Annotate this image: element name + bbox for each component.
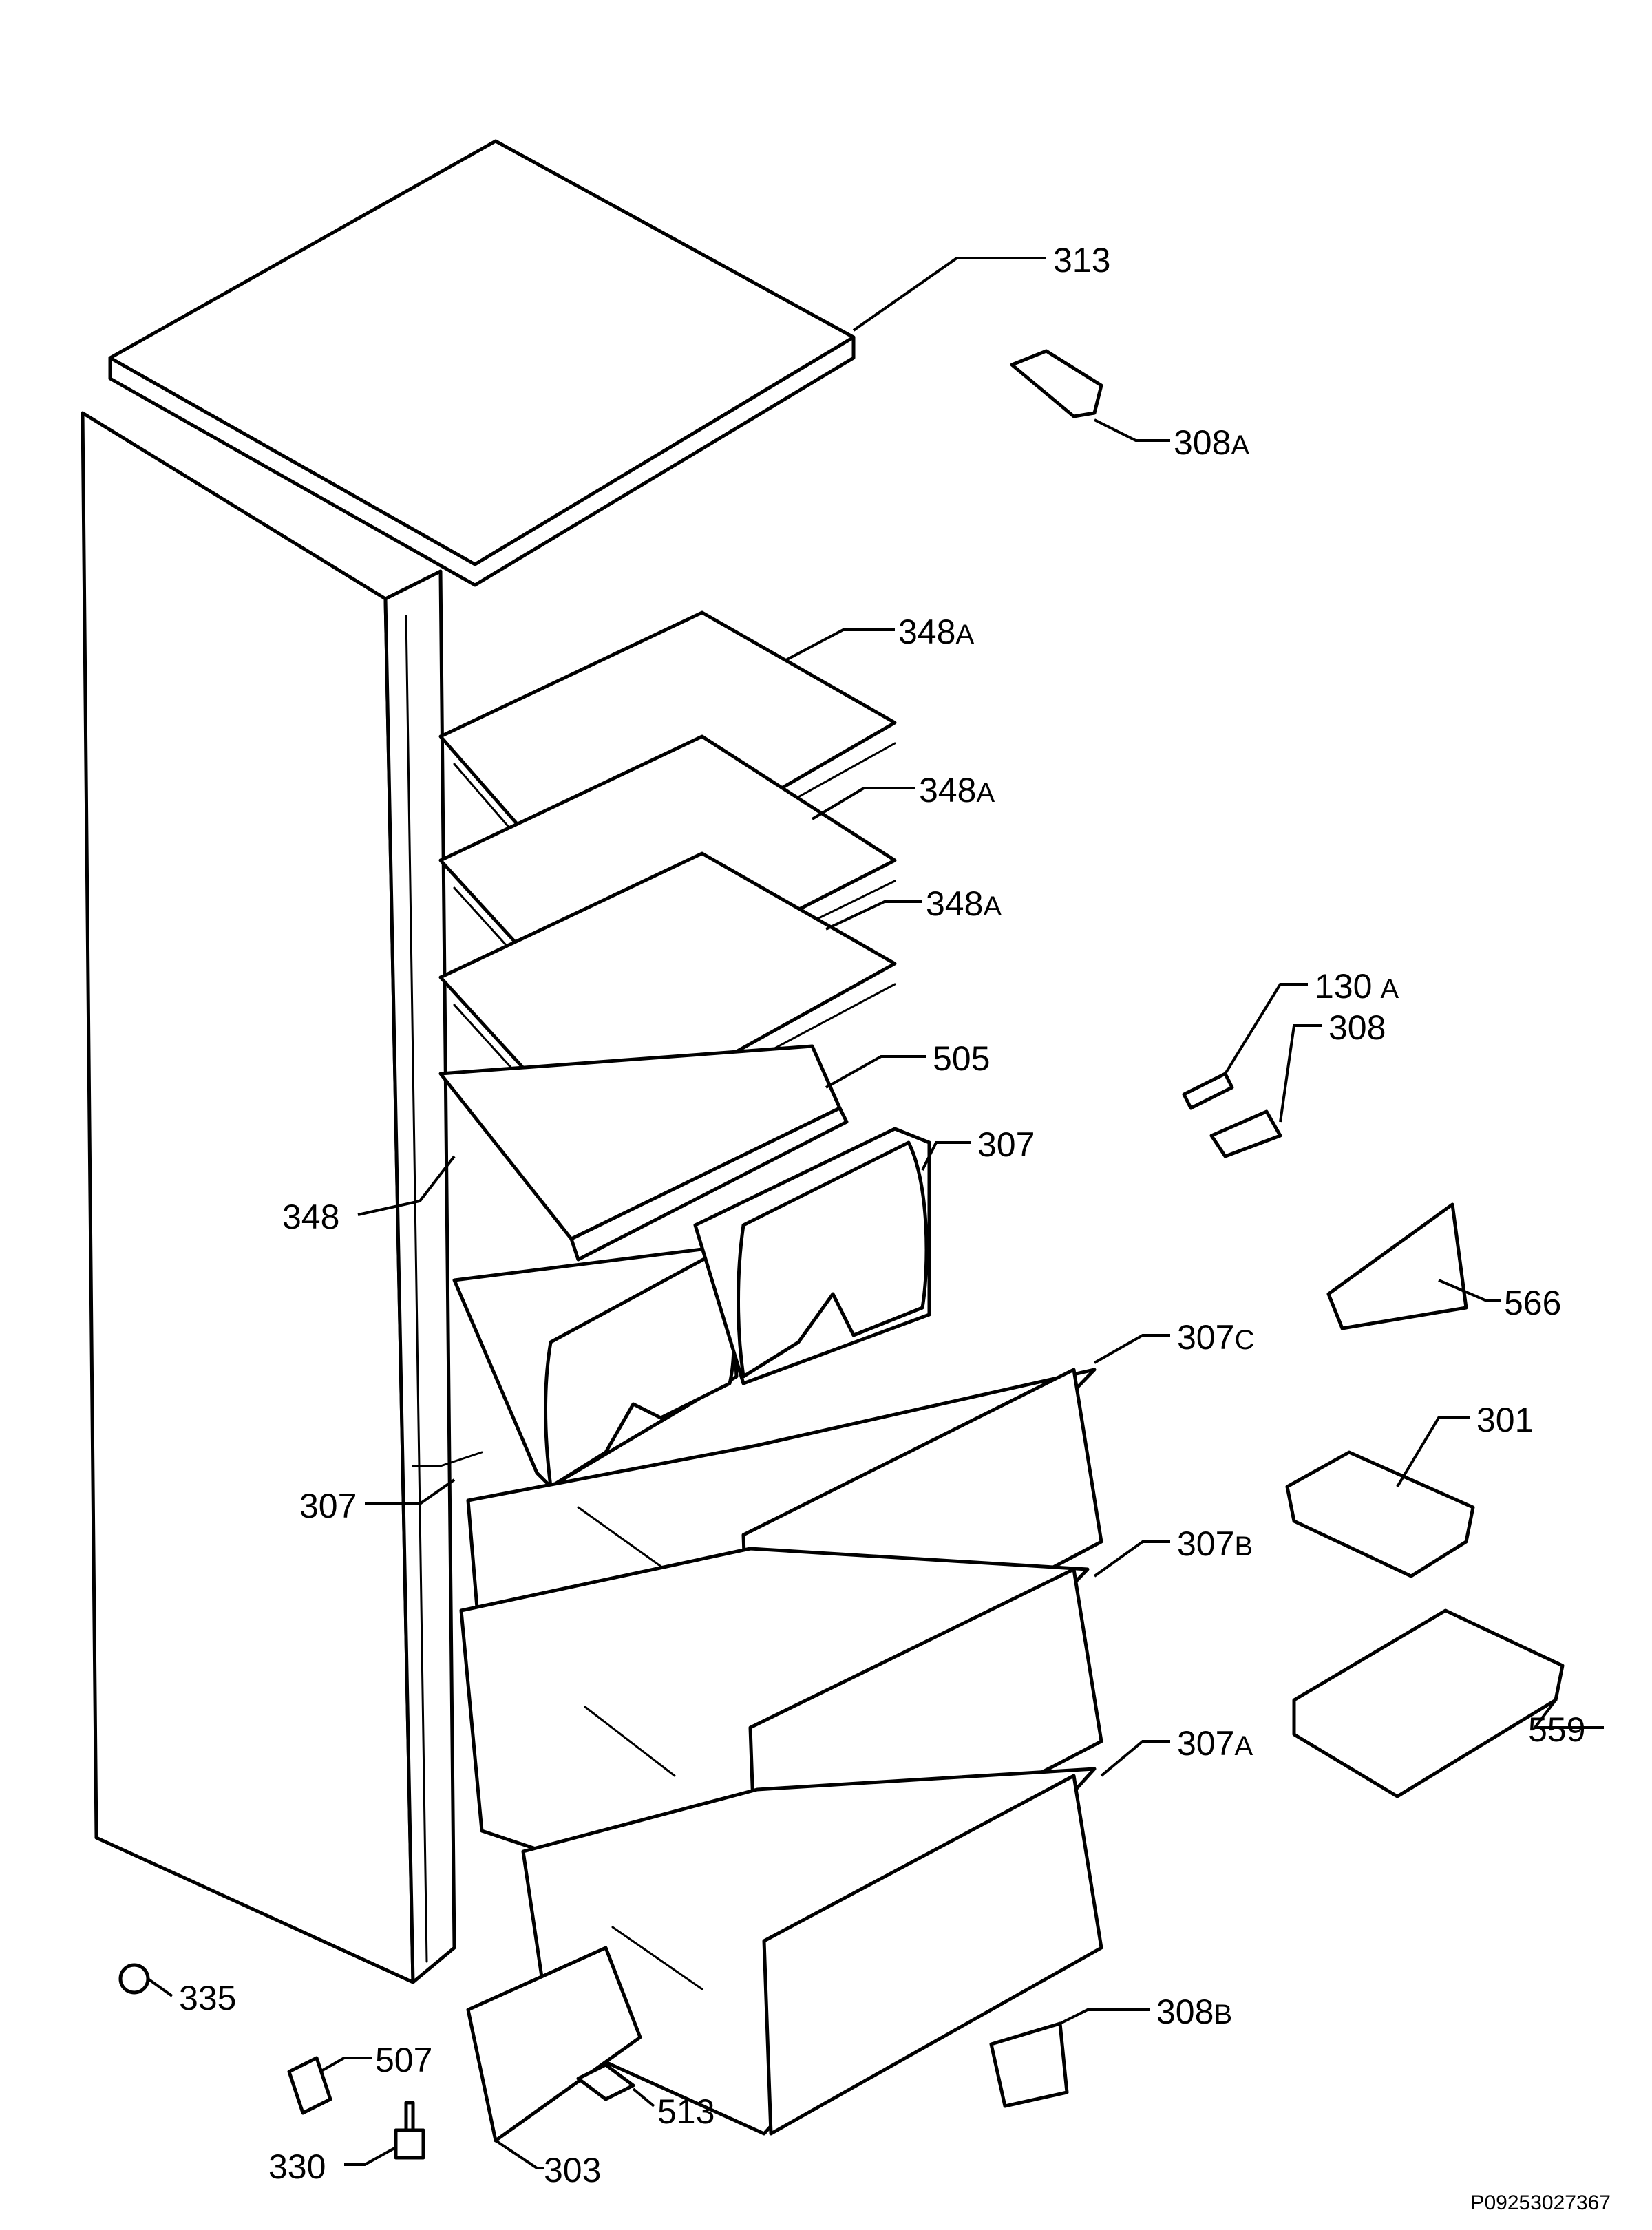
label-313: 313: [1053, 241, 1110, 279]
plinth-cover: [466, 1946, 642, 2143]
label-335: 335: [179, 1979, 236, 2017]
label-307a: 307A: [1177, 1724, 1253, 1763]
crisper-drawer-left: [452, 1244, 739, 1489]
ice-cube-tray-301: [1285, 1450, 1475, 1578]
label-301: 301: [1476, 1401, 1534, 1439]
label-307c: 307C: [1177, 1318, 1254, 1357]
hinge-308: [1209, 1109, 1282, 1158]
label-348a-lower: 348A: [926, 884, 1002, 923]
crisper-drawer-right: [693, 1127, 931, 1385]
label-308a: 308A: [1174, 423, 1249, 462]
hinge-308a: [1010, 349, 1103, 418]
cabinet-body: [81, 411, 483, 1984]
adjustable-foot-330: [394, 2101, 425, 2160]
label-348a-middle: 348A: [919, 771, 995, 809]
leader-lines: [147, 257, 1604, 2169]
label-307-left: 307: [299, 1487, 357, 1525]
top-cover: [108, 139, 856, 587]
foot-507: [287, 2056, 332, 2115]
ice-scraper-566: [1326, 1202, 1468, 1330]
freezer-basket-307a: [521, 1767, 1103, 2136]
label-307-right: 307: [977, 1125, 1035, 1164]
label-507: 507: [375, 2041, 432, 2079]
label-308: 308: [1328, 1008, 1386, 1047]
hinge-cover-130a: [1182, 1072, 1234, 1110]
document-id: P09253027367: [1470, 2191, 1611, 2214]
label-513: 513: [657, 2092, 714, 2131]
ice-tray-559: [1292, 1608, 1565, 1798]
label-505: 505: [933, 1039, 990, 1078]
label-303: 303: [544, 2151, 601, 2189]
plinth-clip-513: [576, 2063, 635, 2101]
label-330: 330: [268, 2147, 326, 2186]
bumper-335: [118, 1963, 150, 1995]
label-559: 559: [1528, 1710, 1585, 1749]
hinge-308b: [989, 2021, 1069, 2108]
label-307b: 307B: [1177, 1525, 1253, 1563]
label-348a-top: 348A: [898, 613, 974, 651]
label-566: 566: [1504, 1284, 1561, 1322]
label-348: 348: [282, 1198, 339, 1236]
glass-shelf-bottom: [438, 1044, 849, 1262]
label-308b: 308B: [1156, 1993, 1232, 2031]
